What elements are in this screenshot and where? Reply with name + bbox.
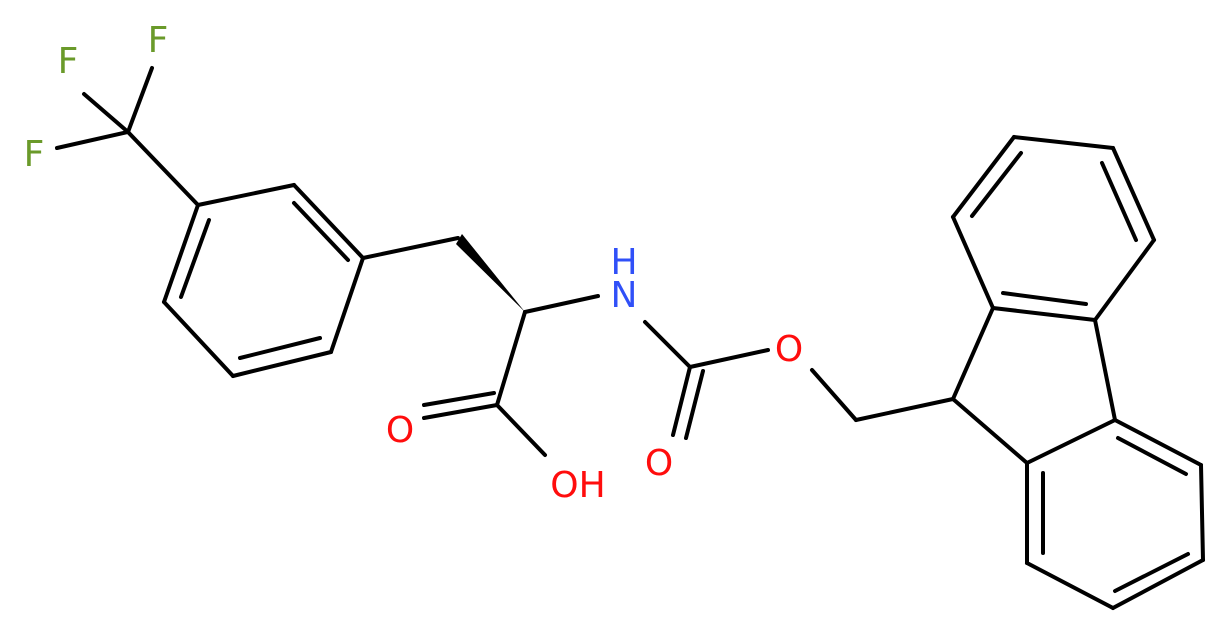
bond-cf-2 bbox=[82, 92, 130, 134]
atom-oxygen-ester: O bbox=[775, 329, 803, 370]
bond-fu-inner-1 bbox=[970, 151, 1023, 218]
bond-ring-1 bbox=[196, 183, 296, 207]
bond-ring-3 bbox=[329, 256, 365, 354]
bond-carbamate-co-1 bbox=[671, 365, 692, 437]
bond-c9-c9a bbox=[951, 306, 995, 401]
bond-fu-5 bbox=[1093, 238, 1156, 322]
bond-c-oh bbox=[495, 403, 547, 457]
bond-fu-6 bbox=[991, 306, 1097, 322]
bond-ring-inner-1 bbox=[292, 201, 350, 262]
bond-ring-inner-3 bbox=[179, 218, 211, 299]
bond-fu-1 bbox=[951, 215, 995, 310]
bond-fu-3 bbox=[1012, 135, 1115, 150]
bond-fl-inner-1 bbox=[1116, 436, 1188, 476]
bond-c-o-double-1 bbox=[422, 403, 499, 420]
bond-ring-6 bbox=[162, 203, 200, 304]
bond-wedge bbox=[456, 234, 525, 312]
bond-ca-c bbox=[495, 310, 527, 407]
bond-c9-c8a bbox=[951, 397, 1029, 465]
bond-ca-n bbox=[523, 294, 600, 314]
bond-fu-2 bbox=[951, 135, 1016, 219]
bond-ring-inner-2 bbox=[238, 336, 322, 360]
atom-fluorine-2: F bbox=[58, 41, 79, 82]
atom-nitrogen: N bbox=[611, 275, 638, 316]
bond-fu-4 bbox=[1111, 146, 1156, 242]
atom-oxygen-carbamate-carbonyl: O bbox=[645, 443, 673, 484]
atom-fluorine-1: F bbox=[148, 20, 169, 61]
bond-fu-inner-3 bbox=[1001, 291, 1088, 306]
bond-fl-2 bbox=[1113, 418, 1203, 467]
bond-fl-3 bbox=[1199, 463, 1205, 562]
bond-fl-1 bbox=[1025, 418, 1117, 465]
bond-c-oester bbox=[688, 348, 770, 369]
bond-ring-2 bbox=[292, 183, 365, 260]
bond-lines bbox=[55, 66, 1205, 610]
atom-hydroxyl: OH bbox=[550, 465, 605, 506]
bond-cf3-ring bbox=[126, 130, 200, 207]
bond-c4a-c4b bbox=[1093, 318, 1117, 422]
bond-c-o-double-2 bbox=[422, 391, 496, 407]
bond-ring-ch2 bbox=[361, 236, 460, 260]
bond-fl-inner-2 bbox=[1113, 552, 1190, 593]
bond-ch2-c9 bbox=[854, 397, 955, 422]
atom-fluorine-3: F bbox=[24, 134, 45, 175]
atom-oxygen-acid-carbonyl: O bbox=[386, 410, 414, 451]
bond-cf-3 bbox=[55, 130, 130, 150]
bond-fl-5 bbox=[1025, 561, 1115, 610]
bond-n-c bbox=[643, 320, 692, 369]
bond-o-ch2 bbox=[810, 368, 858, 422]
atom-hydrogen-nh: H bbox=[610, 242, 637, 283]
bond-ring-4 bbox=[231, 350, 333, 378]
bond-cf-1 bbox=[126, 66, 154, 134]
bond-ring-5 bbox=[162, 300, 235, 378]
atom-labels: F F F H N O OH O O bbox=[24, 20, 804, 506]
bond-fl-4 bbox=[1111, 558, 1205, 610]
bond-carbamate-co-2 bbox=[684, 369, 705, 440]
bond-fu-inner-2 bbox=[1100, 161, 1138, 242]
